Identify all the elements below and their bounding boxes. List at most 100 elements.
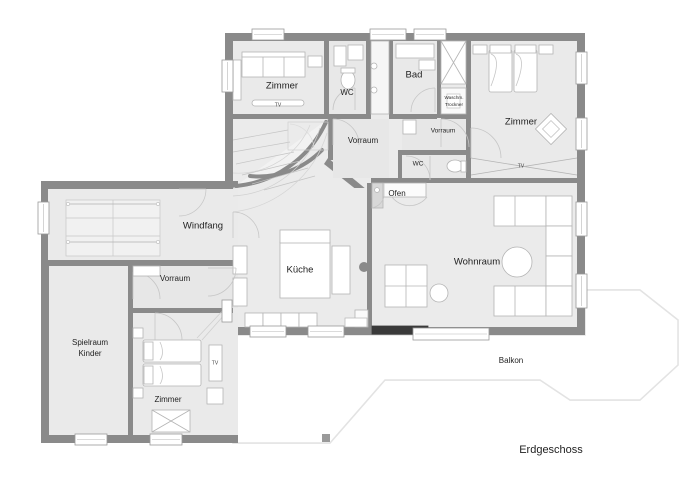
- wall-corridor-north-2: [329, 114, 371, 119]
- balcony-silhouette: [232, 289, 679, 444]
- wall-bad-west: [389, 41, 393, 118]
- bed-b-1-duvet: [159, 341, 163, 361]
- windfang-rail-dot-4: [156, 240, 160, 244]
- wall-wc-right-south: [398, 178, 467, 183]
- furniture-vorraum-right: [402, 118, 470, 181]
- label-vorraum-left: Vorraum: [160, 274, 191, 283]
- sofa-tl-back: [241, 51, 306, 58]
- armchair-tr: [534, 112, 568, 146]
- bathtub: [395, 43, 435, 59]
- ofen-knob: [374, 187, 380, 193]
- label-trockner: Trockner: [445, 102, 463, 107]
- kitchen-base-2: [262, 312, 282, 328]
- label-windfang: Windfang: [183, 221, 223, 232]
- kitchen-island-top: [279, 229, 331, 244]
- shower-stall: [370, 40, 390, 115]
- armchair-tr-inner: [541, 119, 561, 139]
- label-balkon: Balkon: [499, 356, 523, 365]
- wall-corridor-north-4: [441, 114, 467, 119]
- bed-b-2-duvet: [159, 365, 163, 385]
- window-south-wing-1: [74, 433, 108, 446]
- window-east-1: [575, 51, 588, 85]
- sofa-wr-upper: [493, 195, 547, 227]
- window-south-1: [249, 325, 287, 338]
- windfang-rail-dot-1: [66, 202, 70, 206]
- window-east-4: [575, 273, 588, 309]
- label-vorraum-center: Vorraum: [348, 136, 379, 145]
- furniture-vorraum-left: [132, 265, 237, 300]
- label-spielraum: Spielraum: [72, 338, 108, 347]
- furniture-bad: [395, 43, 436, 113]
- label-bad: Bad: [406, 70, 423, 81]
- tv-tr-x2: [470, 157, 578, 176]
- stair-handrail-outer: [234, 120, 328, 188]
- window-north-2: [369, 28, 407, 41]
- windfang-rail-dot-2: [156, 202, 160, 206]
- wc-top-cistern: [340, 67, 356, 74]
- label-wc-top: WC: [340, 88, 354, 97]
- wall-stair-right: [328, 140, 333, 160]
- wall-spielraum-east: [128, 266, 133, 436]
- label-wohnraum: Wohnraum: [454, 257, 500, 268]
- wc-right-cistern: [460, 160, 467, 173]
- furniture-windfang: [65, 188, 207, 257]
- wall-south-center: [232, 327, 372, 335]
- nightstand-tr-left: [472, 44, 488, 55]
- rug-b-x2: [151, 409, 191, 433]
- wall-vorraum-left-south: [133, 308, 238, 313]
- bed-tr-1-duvet: [490, 53, 497, 87]
- wall-zimmer-tr-west: [466, 41, 471, 226]
- sofa-wr-right-1: [545, 195, 573, 227]
- windows: [37, 28, 588, 446]
- windfang-door-swing: [178, 188, 207, 217]
- window-south-wing-2: [149, 433, 183, 446]
- wall-zimmer-tr-south: [466, 178, 578, 183]
- stair-tread-4: [241, 160, 301, 176]
- wall-kueche-ofen: [367, 183, 372, 328]
- kitchen-front-strip: [344, 317, 368, 328]
- staircase: [232, 118, 329, 213]
- kitchen-left-unit-1: [232, 245, 248, 275]
- shower-head-1: [370, 62, 378, 70]
- stair-arc-bottom: [232, 127, 321, 197]
- stair-tread-6: [263, 175, 316, 191]
- stair-handrail-inner: [248, 148, 324, 179]
- wall-windfang-south: [48, 260, 238, 266]
- furniture-wc-top: [332, 44, 364, 111]
- wall-bad-east: [437, 41, 441, 101]
- floor-vorraum-center: [333, 119, 389, 178]
- stair-landing: [287, 121, 329, 151]
- label-zimmer-top-left: Zimmer: [266, 81, 298, 92]
- window-east-2: [575, 117, 588, 151]
- window-east-3: [575, 201, 588, 237]
- wall-wc-east: [366, 41, 371, 118]
- kitchen-front-dark: [344, 317, 368, 328]
- kitchen-base-4: [298, 312, 318, 328]
- ofen-side-unit: [371, 182, 384, 209]
- stair-tread-5: [251, 167, 309, 185]
- bed-b-1: [142, 339, 202, 363]
- floor-wc-right: [402, 155, 466, 178]
- wall-vorraum-center-west: [328, 114, 333, 140]
- bed-tr-1-pillow: [489, 44, 512, 54]
- spielraum-area: [49, 266, 128, 435]
- furniture-waschm-trockner: [440, 40, 467, 115]
- sofa-wr-right-2: [545, 225, 573, 257]
- waschm-appliance-door: [446, 93, 461, 109]
- floor-title: Erdgeschoss: [519, 444, 583, 456]
- side-table-tl: [307, 55, 323, 68]
- window-north-1: [251, 28, 285, 41]
- round-table-wr: [501, 246, 533, 278]
- nightstand-b-top: [132, 327, 144, 339]
- window-west-wing-1: [37, 201, 50, 235]
- bed-tr-2-duvet: [515, 53, 522, 87]
- label-zimmer-bottom: Zimmer: [154, 395, 181, 404]
- label-ofen: Ofen: [388, 189, 405, 198]
- label-wc-right: WC: [413, 161, 424, 168]
- sofa-wr-lower: [493, 285, 547, 317]
- bed-b-2: [142, 363, 202, 387]
- label-waschm: Waschm.: [445, 95, 464, 100]
- balcony-marker: [322, 434, 330, 442]
- furniture-vorraum-center: [332, 118, 360, 146]
